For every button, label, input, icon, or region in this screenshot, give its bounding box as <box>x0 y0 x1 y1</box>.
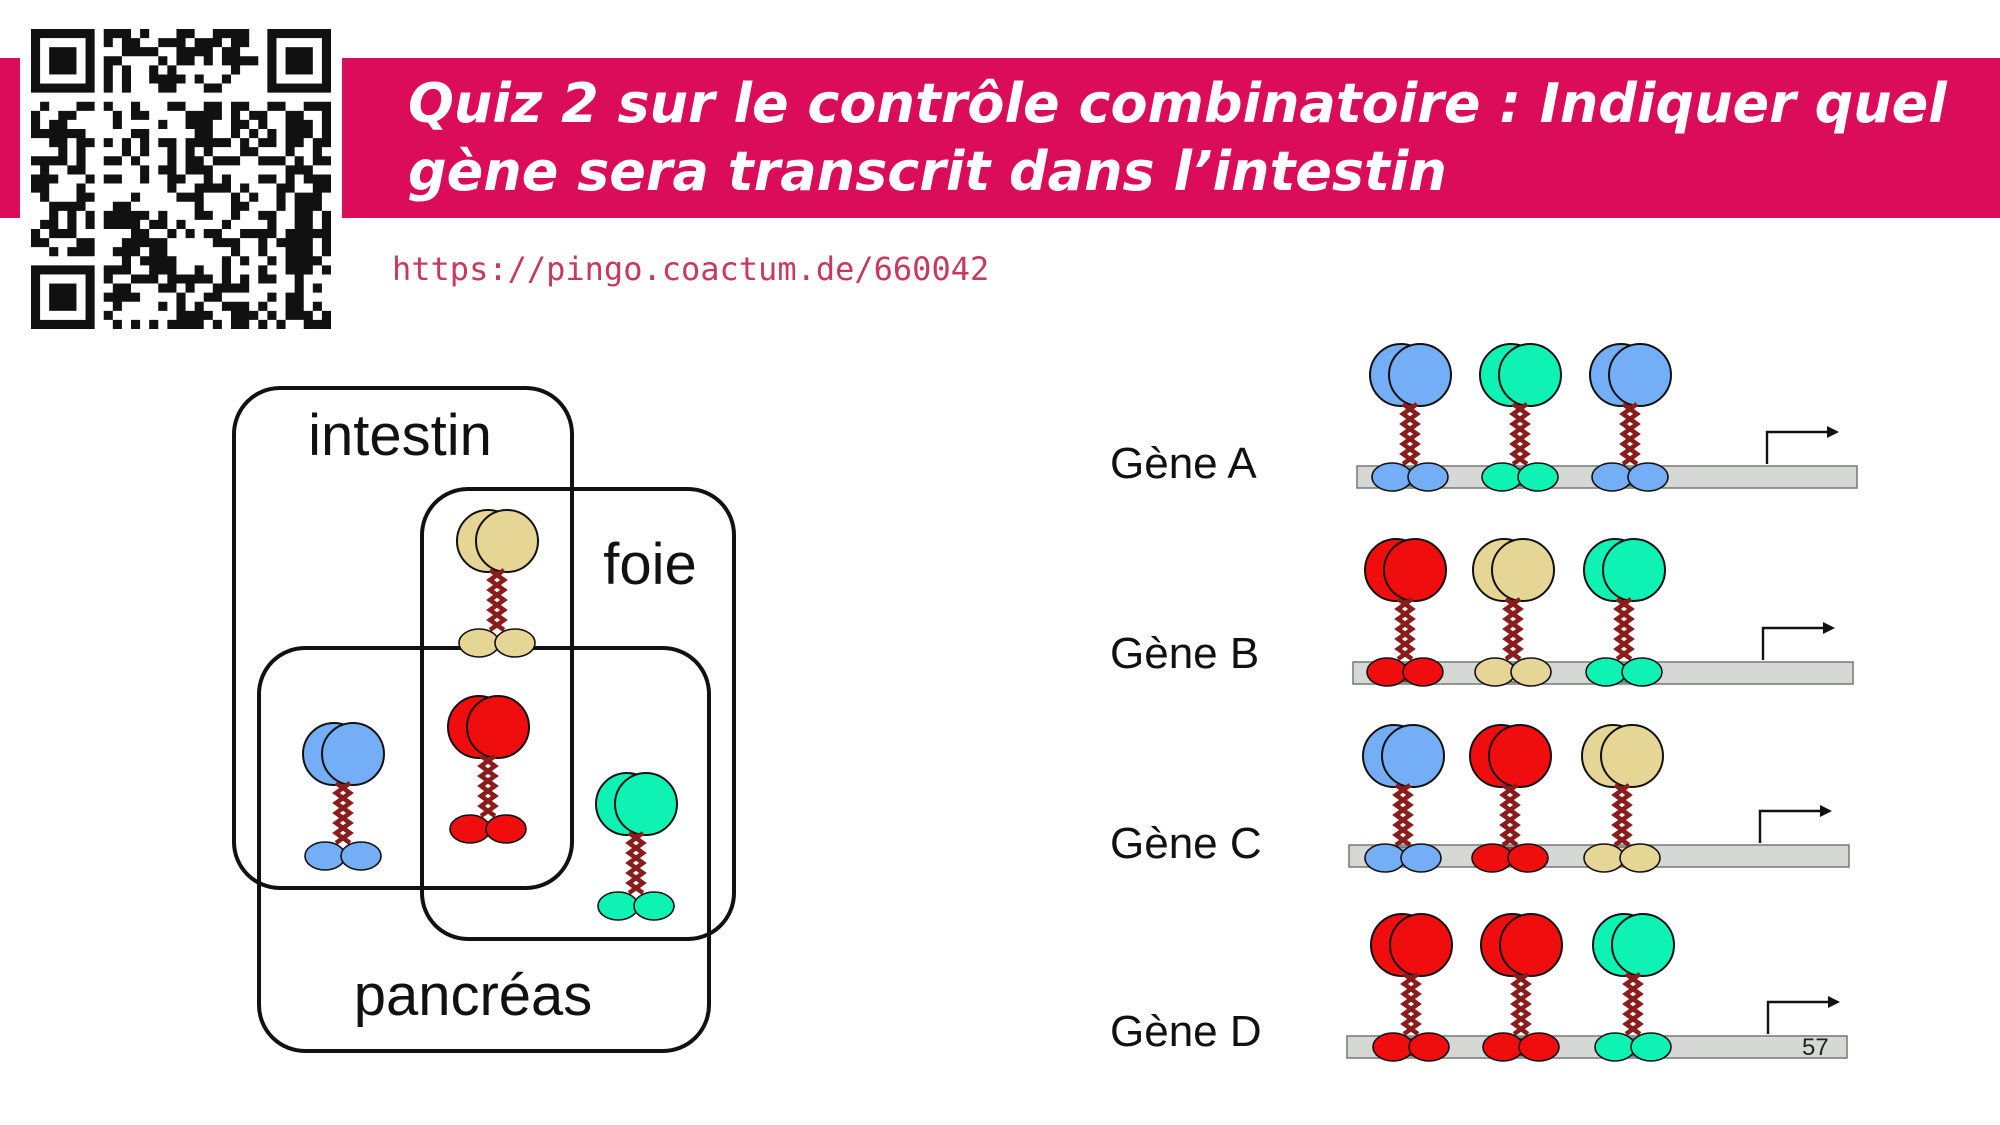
gene-a-transcription-start-arrow <box>1765 430 1829 464</box>
gene-c-factor-1 <box>1362 724 1445 873</box>
gene-d-transcription-start-arrow <box>1766 1000 1830 1034</box>
venn-factor-teal <box>595 772 678 921</box>
gene-d-factor-2 <box>1480 913 1563 1062</box>
gene-b-factor-1 <box>1364 538 1447 687</box>
gene-a-factor-2 <box>1479 343 1562 492</box>
venn-factor-red <box>447 695 530 844</box>
slide-title: Quiz 2 sur le contrôle combinatoire : In… <box>408 72 1947 203</box>
quiz-url-link[interactable]: https://pingo.coactum.de/660042 <box>392 250 990 288</box>
qr-code[interactable] <box>20 18 342 340</box>
gene-d-row <box>1346 913 1848 1062</box>
gene-c-factor-2 <box>1469 724 1552 873</box>
gene-a-factor-3 <box>1589 343 1672 492</box>
gene-c-factor-3 <box>1581 724 1664 873</box>
venn-factors <box>302 509 678 921</box>
qr-code-image <box>31 29 331 329</box>
gene-c-transcription-start-arrow <box>1758 809 1822 843</box>
gene-a-label: Gène A <box>1110 439 1257 488</box>
gene-a-factor-1 <box>1369 343 1452 492</box>
venn-label-foie: foie <box>603 532 697 597</box>
gene-d-factor-3 <box>1592 913 1675 1062</box>
venn-label-intestin: intestin <box>308 403 492 468</box>
gene-c-row <box>1348 724 1850 873</box>
gene-b-factor-2 <box>1472 538 1555 687</box>
gene-b-factor-3 <box>1583 538 1666 687</box>
page-number: 57 <box>1802 1034 1829 1061</box>
gene-b-label: Gène B <box>1110 629 1259 678</box>
gene-b-transcription-start-arrow <box>1761 626 1825 660</box>
gene-c-label: Gène C <box>1110 819 1262 868</box>
gene-d-label: Gène D <box>1110 1007 1262 1056</box>
gene-a-row <box>1356 343 1858 492</box>
venn-label-pancreas: pancréas <box>354 963 593 1028</box>
gene-rows <box>1346 343 1858 1062</box>
venn-factor-blue <box>302 722 385 871</box>
venn-factor-beige <box>456 509 539 658</box>
venn-foie-region <box>420 487 736 941</box>
gene-b-row <box>1352 538 1854 687</box>
venn-diagram: intestin foie pancréas <box>232 386 736 1053</box>
venn-intestin-region <box>232 386 574 890</box>
gene-d-factor-1 <box>1370 913 1453 1062</box>
